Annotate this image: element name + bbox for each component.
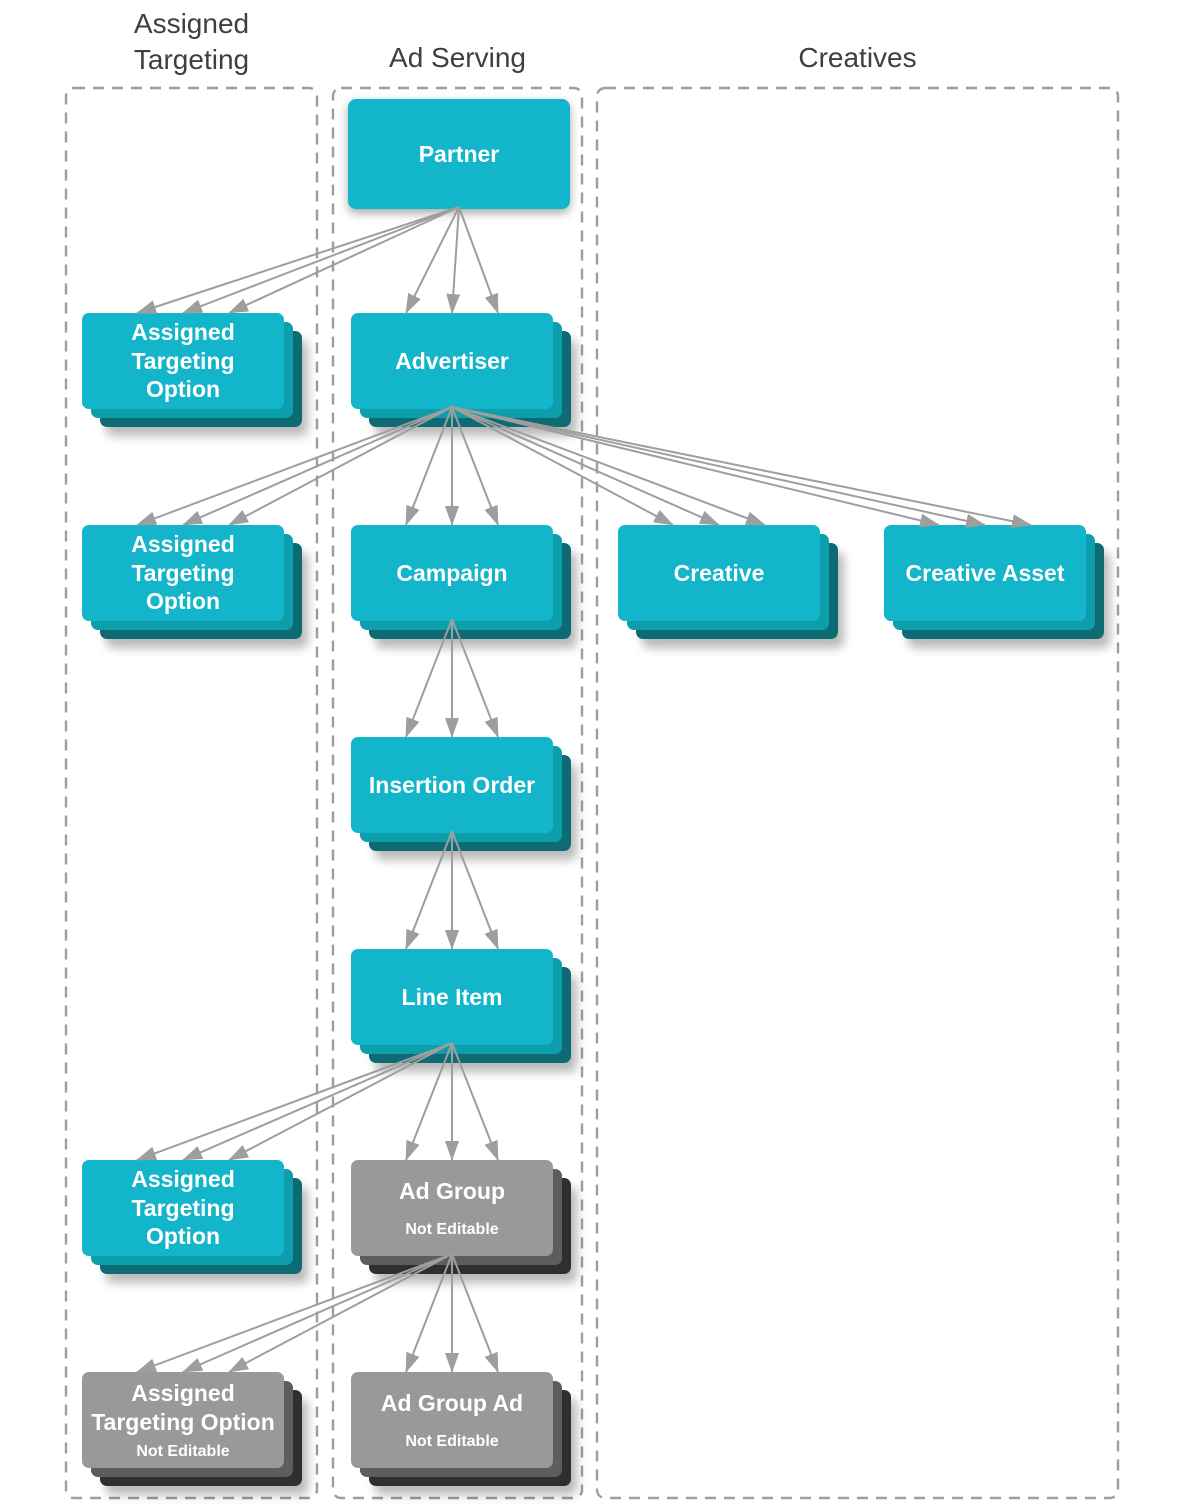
node-ad-group-ad-label: Ad Group Ad (380, 1390, 524, 1417)
node-insertion-order: Insertion Order (351, 737, 553, 833)
node-assigned-targeting-option-4-label: Assigned Targeting Option (91, 1379, 275, 1435)
node-line-item: Line Item (351, 949, 553, 1045)
node-assigned-targeting-option-2-label: Assigned Targeting Option (131, 530, 235, 615)
node-advertiser-label: Advertiser (395, 347, 509, 374)
node-partner: Partner (348, 99, 570, 209)
node-assigned-targeting-option-3: Assigned Targeting Option (82, 1160, 284, 1256)
node-assigned-targeting-option-1-label: Assigned Targeting Option (131, 318, 235, 403)
node-ad-group-ad-not-editable-badge: Not Editable (405, 1432, 499, 1450)
node-partner-label: Partner (418, 140, 500, 167)
node-creative-label: Creative (673, 559, 765, 586)
node-insertion-order-label: Insertion Order (368, 771, 536, 798)
node-creative: Creative (618, 525, 820, 621)
node-line-item-label: Line Item (401, 983, 503, 1010)
node-campaign-label: Campaign (396, 559, 508, 586)
column-header-creatives: Creatives (798, 42, 917, 73)
node-assigned-targeting-option-1: Assigned Targeting Option (82, 313, 284, 409)
node-campaign: Campaign (351, 525, 553, 621)
node-creative-asset: Creative Asset (884, 525, 1086, 621)
node-ad-group-label: Ad Group (398, 1178, 506, 1205)
node-ad-group-ad: Ad Group Ad Not Editable (351, 1372, 553, 1468)
node-assigned-targeting-option-2: Assigned Targeting Option (82, 525, 284, 621)
column-header-assigned-targeting: Assigned Targeting (133, 8, 250, 75)
node-advertiser: Advertiser (351, 313, 553, 409)
node-ad-group: Ad Group Not Editable (351, 1160, 553, 1256)
node-ad-group-not-editable-badge: Not Editable (405, 1220, 499, 1238)
node-assigned-targeting-option-4: Assigned Targeting Option Not Editable (82, 1372, 284, 1468)
column-header-ad-serving: Ad Serving (389, 42, 526, 73)
node-assigned-targeting-option-3-label: Assigned Targeting Option (131, 1165, 235, 1250)
node-creative-asset-label: Creative Asset (905, 559, 1065, 586)
node-assigned-targeting-option-4-not-editable-badge: Not Editable (136, 1443, 230, 1461)
